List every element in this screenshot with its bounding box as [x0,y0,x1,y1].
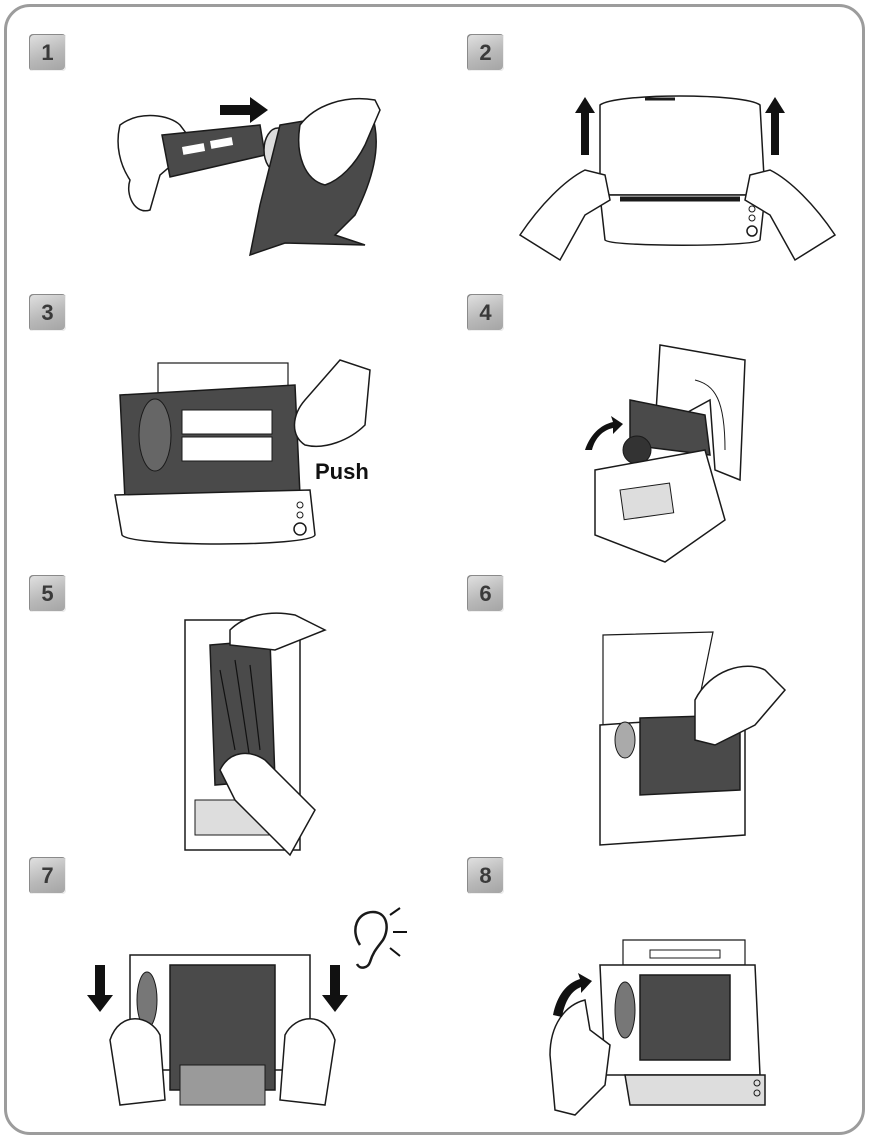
step-1-illustration [100,85,390,265]
step-6-illustration [595,630,795,855]
step-4-illustration [575,340,760,570]
push-label: Push [315,459,369,484]
step-8-badge: 8 [467,857,504,894]
step-2-illustration [515,85,840,270]
step-6-badge: 6 [467,575,504,612]
step-3-illustration: Push [110,355,390,555]
step-5-badge: 5 [29,575,66,612]
arrow-down-icon [322,965,348,1012]
step-5-illustration [175,610,335,860]
step-8-illustration [545,935,775,1120]
arrow-right-icon [220,97,268,123]
step-7-illustration [85,900,415,1110]
step-2-badge: 2 [467,34,504,71]
rotate-arrow-icon [585,416,623,450]
step-4-badge: 4 [467,294,504,331]
arrow-up-icon [765,97,785,155]
arrow-up-icon [575,97,595,155]
arrow-down-icon [87,965,113,1012]
step-7-badge: 7 [29,857,66,894]
step-3-badge: 3 [29,294,66,331]
ear-icon [355,908,407,968]
step-1-badge: 1 [29,34,66,71]
